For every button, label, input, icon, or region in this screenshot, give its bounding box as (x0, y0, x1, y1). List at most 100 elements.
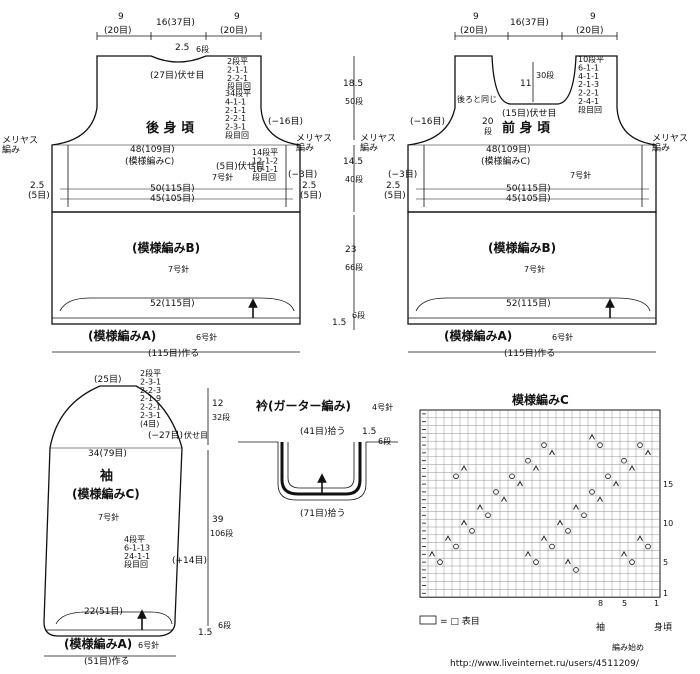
dec-symbol (525, 550, 531, 557)
front-top-w3-sts: (20目) (576, 25, 603, 36)
back-w52: 52(115目) (150, 298, 195, 309)
yo-symbol (573, 567, 579, 573)
center-l3-rows: 66段 (345, 262, 363, 272)
back-top-w2: 16(37目) (156, 17, 195, 28)
front-ref: 20 (482, 117, 494, 127)
back-w50: 50(115目) (150, 183, 195, 194)
front-w45: 45(105目) (506, 193, 551, 204)
front-merias-right: メリヤス編み (652, 134, 688, 153)
sleeve-w22: 22(51目) (84, 606, 123, 617)
chart-start-label: 編み始め (612, 642, 644, 652)
front-w50: 50(115目) (506, 183, 551, 194)
yo-symbol (597, 442, 603, 448)
front-pattern-b: (模様編みB) (488, 240, 556, 255)
front-pattern-a: (模様編みA) (444, 328, 512, 343)
chart-row-label: 1 (663, 589, 668, 598)
front-ref-rows: 段 (484, 126, 492, 136)
chart-row-label: 5 (663, 558, 668, 567)
sleeve-bind: (−27目) (148, 430, 183, 441)
front-neck-depth: 11 (520, 79, 531, 89)
yo-symbol (605, 473, 611, 480)
sleeve-pattern-a: (模様編みA) (64, 636, 132, 651)
front-pattern-c: (模様編みC) (481, 155, 530, 167)
front-body-piece (407, 32, 657, 353)
center-l4-rows: 6段 (352, 310, 365, 320)
sleeve-needle6: 6号針 (138, 640, 159, 650)
yo-symbol (453, 543, 459, 550)
yo-symbol (525, 457, 531, 464)
dec-symbol (597, 496, 603, 502)
front-top-w1: 9 (473, 12, 479, 22)
dec-symbol (557, 519, 563, 526)
back-pattern-a: (模様編みA) (88, 328, 156, 343)
sleeve-title: 袖 (100, 468, 113, 484)
front-top-w1-sts: (20目) (460, 25, 487, 36)
front-needle7b: 7号針 (524, 264, 545, 274)
back-neck-bind: (27目)伏せ目 (150, 69, 204, 81)
collar-h: 1.5 (362, 427, 376, 437)
back-neck-drop: 2.5 (175, 43, 189, 53)
dec-symbol (461, 519, 467, 526)
sleeve-pattern-c: (模様編みC) (72, 486, 140, 501)
front-side-minus: (−3目) (388, 169, 417, 180)
front-merias-left: メリヤス編み (360, 134, 396, 153)
yo-symbol (509, 473, 515, 480)
front-needle6: 6号針 (552, 332, 573, 342)
back-pattern-c: (模様編みC) (125, 155, 174, 167)
dec-symbol (645, 449, 651, 456)
collar-pick2: (71目)拾う (300, 507, 345, 519)
dec-symbol (565, 558, 571, 565)
dec-symbol (621, 550, 627, 557)
dec-symbol (445, 535, 451, 541)
center-l1-rows: 50段 (345, 96, 363, 106)
yo-symbol (541, 442, 547, 448)
front-l25a-sts: (5目) (384, 190, 406, 201)
back-cast-on: (115目)作る (148, 347, 199, 359)
yo-symbol (549, 543, 555, 550)
front-top-w2: 16(37目) (510, 17, 549, 28)
front-neck-bind: (15目)伏せ目 (502, 107, 556, 119)
front-l25a: 2.5 (386, 181, 400, 191)
chart-col-label: 1 (654, 599, 659, 608)
yo-symbol (645, 543, 651, 550)
center-l2-rows: 40段 (345, 174, 363, 184)
front-w48: 48(109目) (486, 144, 531, 155)
yo-symbol (453, 473, 459, 480)
back-needle7b: 7号針 (168, 264, 189, 274)
chart-body-label: 身頃 (654, 621, 672, 633)
back-top-w3-sts: (20目) (220, 25, 247, 36)
back-w48: 48(109目) (130, 144, 175, 155)
sleeve-l1-rows: 32段 (212, 412, 230, 422)
chart-sleeve-label: 袖 (596, 621, 605, 633)
chart-title: 模様編みC (512, 392, 569, 407)
front-arm-minus: (−16目) (410, 116, 445, 127)
sleeve-l2-rows: 106段 (210, 528, 233, 538)
dec-symbol (461, 465, 467, 471)
dec-symbol (589, 433, 595, 440)
back-arm-minus: (−16目) (268, 116, 303, 127)
back-title: 後 身 頃 (146, 120, 195, 136)
sleeve-l3-rows: 6段 (218, 620, 231, 630)
chart-row-label: 15 (663, 480, 673, 489)
back-needle6: 6号針 (196, 332, 217, 342)
collar-pick1: (41目)拾う (300, 425, 345, 437)
yo-symbol (565, 528, 571, 534)
yo-symbol (629, 559, 635, 565)
front-top-w3: 9 (590, 12, 596, 22)
sleeve-l3: 1.5 (198, 628, 212, 638)
back-l25a-sts: (5目) (28, 190, 50, 201)
yo-symbol (493, 489, 499, 495)
dec-symbol (517, 480, 523, 487)
back-body-piece (51, 32, 301, 353)
collar-title: 衿(ガーター編み) (256, 398, 351, 413)
sleeve-inc-plus: (+14目) (172, 555, 207, 566)
back-merias-left: メリヤス編み (2, 136, 38, 155)
back-top-w1-sts: (20目) (104, 25, 131, 36)
yo-symbol (437, 559, 443, 565)
back-pattern-b: (模様編みB) (132, 240, 200, 255)
sleeve-piece (43, 385, 209, 657)
front-cast-on: (115目)作る (504, 347, 555, 359)
sleeve-needle7: 7号針 (98, 512, 119, 522)
